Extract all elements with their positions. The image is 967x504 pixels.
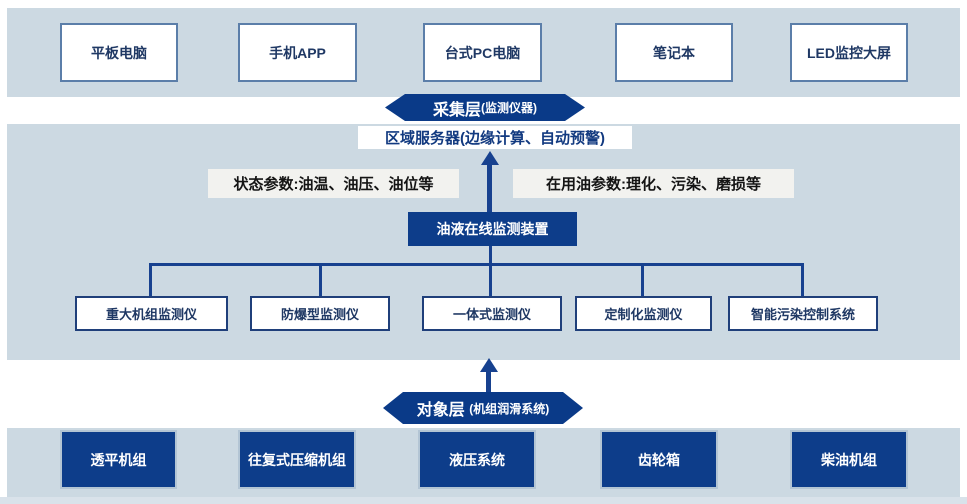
connector-drop-3 (489, 263, 492, 296)
node-major-unit-monitor: 重大机组监测仪 (75, 296, 228, 331)
node-desktop-pc: 台式PC电脑 (423, 23, 542, 82)
object-layer-subtitle: (机组润滑系统) (469, 401, 550, 416)
up-arrow-icon (481, 151, 499, 165)
collection-layer-title: 采集层 (432, 101, 481, 119)
connector-drop-2 (319, 263, 322, 296)
node-gearbox: 齿轮箱 (600, 430, 718, 489)
label-status-parameters: 状态参数:油温、油压、油位等 (208, 169, 459, 198)
node-turbine-unit: 透平机组 (60, 430, 177, 489)
connector-drop-5 (801, 263, 804, 296)
node-integrated-monitor: 一体式监测仪 (422, 296, 562, 331)
node-hydraulic-system: 液压系统 (418, 430, 536, 489)
collection-layer-banner: 采集层(监测仪器) (385, 94, 585, 121)
node-reciprocating-compressor: 往复式压缩机组 (238, 430, 356, 489)
object-up-arrow-icon (480, 358, 498, 372)
node-diesel-unit: 柴油机组 (790, 430, 908, 489)
collection-layer-subtitle: (监测仪器) (481, 101, 537, 115)
object-layer-title: 对象层 (416, 402, 465, 419)
node-tablet: 平板电脑 (60, 23, 178, 82)
node-explosion-proof-monitor: 防爆型监测仪 (250, 296, 390, 331)
label-oil-parameters: 在用油参数:理化、污染、磨损等 (513, 169, 794, 198)
node-online-monitoring-device: 油液在线监测装置 (408, 212, 577, 246)
connector-drop-4 (641, 263, 644, 296)
node-led-screen: LED监控大屏 (790, 23, 908, 82)
node-mobile-app: 手机APP (238, 23, 357, 82)
object-up-arrow-shaft (486, 371, 491, 393)
connector-stub (489, 246, 492, 264)
connector-drop-1 (149, 263, 152, 296)
node-customized-monitor: 定制化监测仪 (575, 296, 712, 331)
footer-strip (0, 497, 967, 504)
node-laptop: 笔记本 (615, 23, 733, 82)
connector-horizontal (150, 263, 804, 266)
object-layer-banner: 对象层 (机组润滑系统) (383, 392, 583, 424)
up-arrow-shaft (487, 164, 492, 217)
node-smart-pollution-control: 智能污染控制系统 (728, 296, 878, 331)
node-regional-server: 区域服务器(边缘计算、自动预警) (358, 126, 632, 149)
